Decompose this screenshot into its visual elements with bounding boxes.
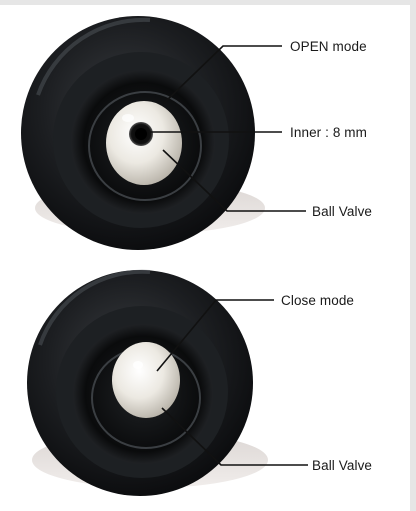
ball-valve-label-top: Ball Valve — [312, 204, 373, 219]
top-edge — [0, 0, 416, 5]
leader-open-mode — [162, 45, 282, 105]
right-edge — [410, 0, 416, 511]
open-mode-photo — [21, 16, 265, 250]
leader-ball-valve-bottom — [161, 407, 308, 466]
close-mode-label: Close mode — [281, 293, 355, 308]
leader-ball-valve-top — [162, 149, 306, 212]
close-mode-photo — [27, 269, 268, 496]
leader-close-mode — [156, 299, 274, 372]
open-mode-label: OPEN mode — [290, 39, 367, 54]
close-leader-lines — [156, 299, 308, 466]
open-leader-lines — [150, 45, 306, 212]
inner-diameter-label: Inner : 8 mm — [290, 125, 367, 140]
ball-valve-label-bottom: Ball Valve — [312, 458, 373, 473]
